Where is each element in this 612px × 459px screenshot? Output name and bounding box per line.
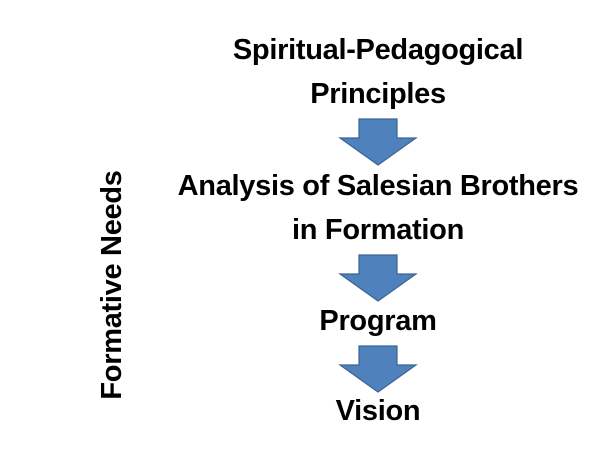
step-line: Analysis of Salesian Brothers bbox=[177, 170, 579, 202]
down-arrow-icon bbox=[338, 118, 418, 166]
step-line: Vision bbox=[335, 395, 421, 427]
step-line: Principles bbox=[310, 78, 446, 110]
step-line: in Formation bbox=[291, 214, 464, 246]
step-analysis-of-salesian-brothers: Analysis of Salesian Brothers in Formati… bbox=[150, 164, 606, 252]
step-spiritual-pedagogical-principles: Spiritual-Pedagogical Principles bbox=[150, 28, 606, 116]
down-arrow-icon bbox=[338, 254, 418, 302]
down-arrow-icon bbox=[338, 345, 418, 393]
step-vision: Vision bbox=[150, 389, 606, 433]
step-program: Program bbox=[150, 299, 606, 343]
step-line: Program bbox=[319, 305, 437, 337]
step-line: Spiritual-Pedagogical bbox=[232, 34, 524, 66]
side-label-formative-needs: Formative Needs bbox=[96, 170, 128, 400]
